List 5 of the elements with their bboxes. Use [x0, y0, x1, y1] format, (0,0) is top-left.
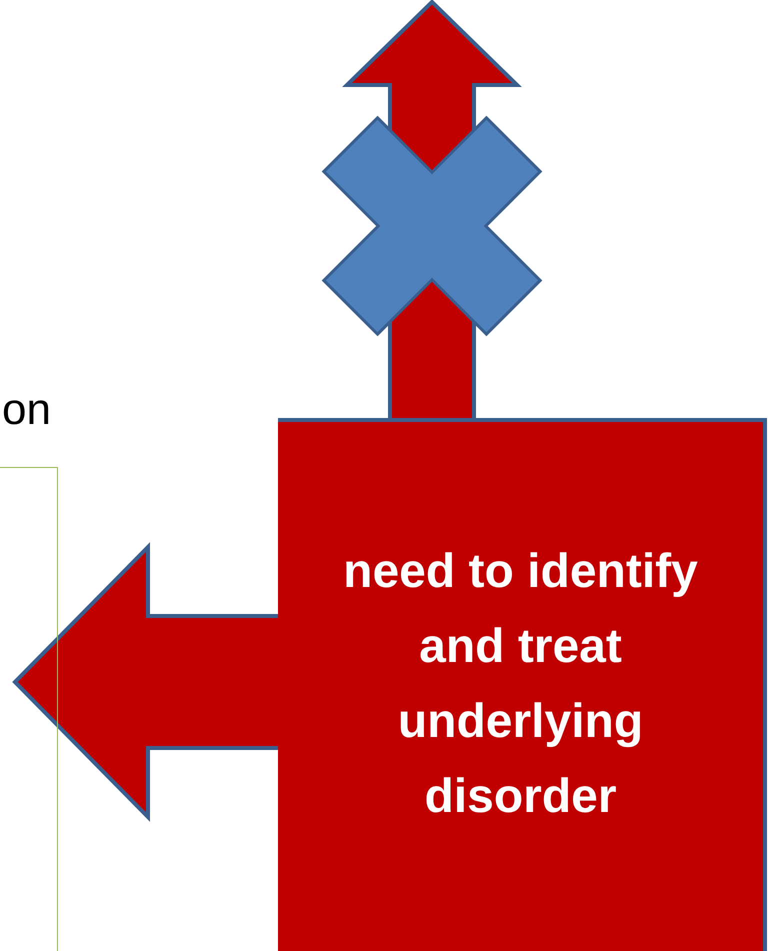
box-text: need to identify and treat underlying disorder: [342, 544, 699, 825]
panel-box: [0, 467, 58, 951]
process-box: [278, 418, 767, 951]
block-arrow: [12, 542, 280, 822]
heading-text: on: [2, 385, 51, 435]
